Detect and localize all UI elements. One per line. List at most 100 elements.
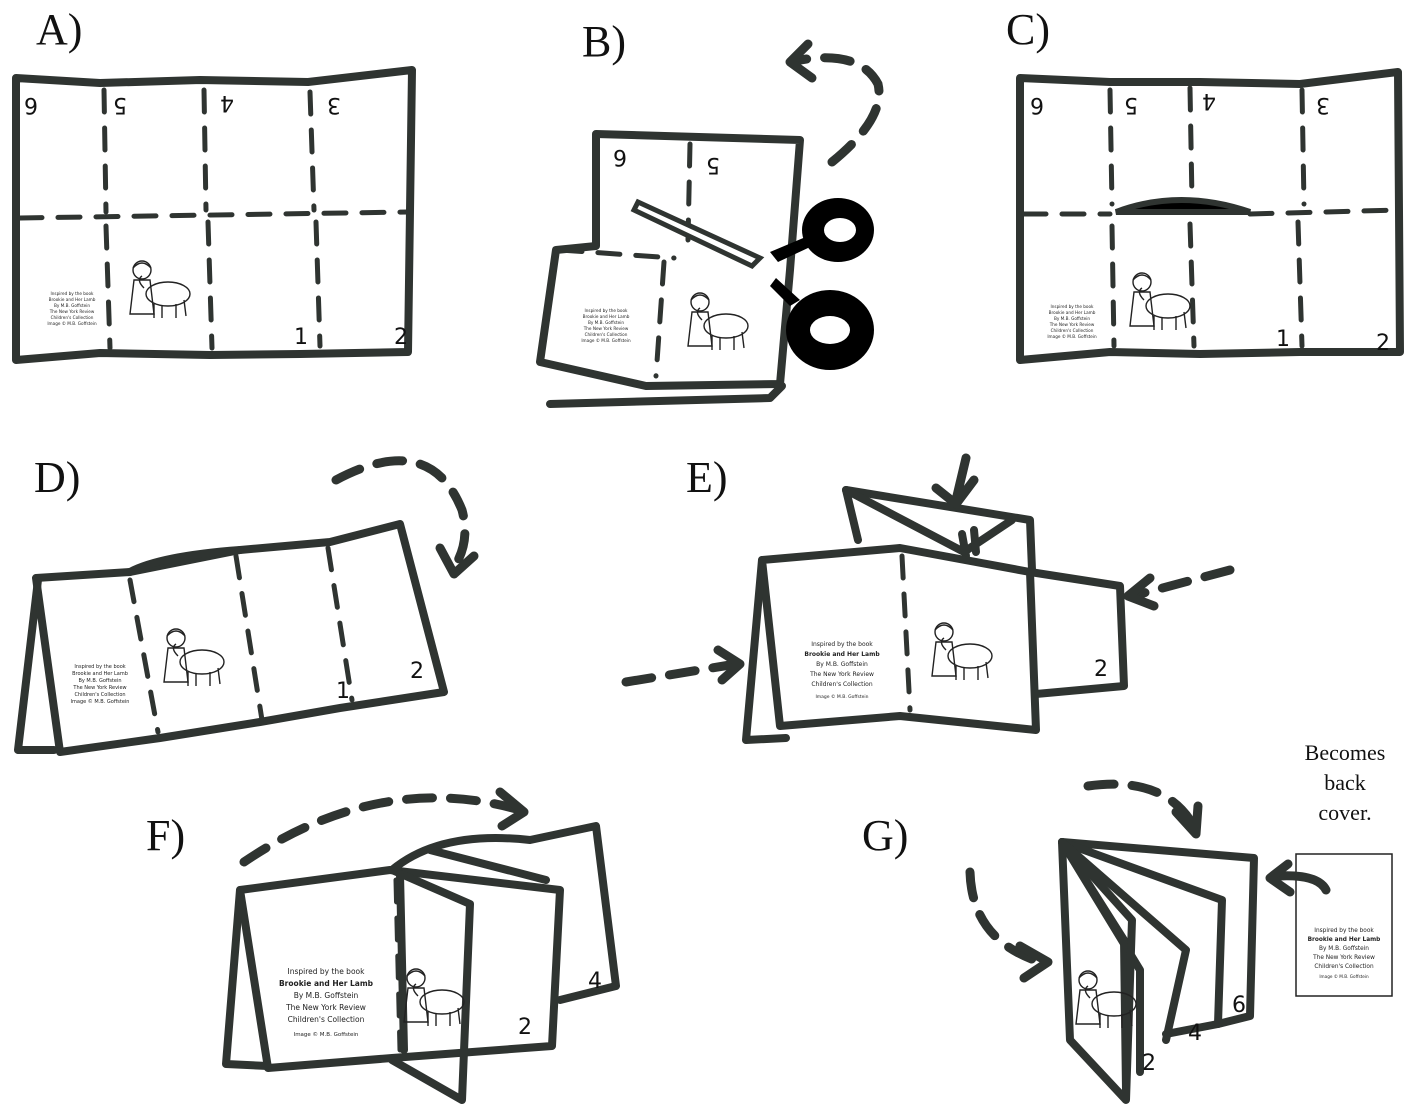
cover-text-block: Inspired by the book Brookie and Her Lam… bbox=[47, 291, 97, 326]
svg-text:By M.B. Goffstein: By M.B. Goffstein bbox=[78, 678, 121, 684]
step-a-sheet: 6 5 4 3 1 2 Inspired by the book Brookie… bbox=[12, 66, 416, 364]
page-number-1: 1 bbox=[1276, 327, 1290, 352]
svg-text:Inspired by the book: Inspired by the book bbox=[1314, 928, 1374, 934]
svg-text:Children's Collection: Children's Collection bbox=[74, 692, 125, 698]
note-line-1: Becomes bbox=[1304, 740, 1386, 765]
brookie-and-lamb-illustration bbox=[163, 628, 225, 687]
page-number-1: 1 bbox=[294, 325, 308, 350]
svg-text:By M.B. Goffstein: By M.B. Goffstein bbox=[1054, 316, 1090, 321]
svg-text:Image © M.B. Goffstein: Image © M.B. Goffstein bbox=[815, 693, 868, 700]
brookie-and-lamb-illustration bbox=[129, 260, 191, 319]
push-left-arrow-icon bbox=[1123, 565, 1235, 611]
cover-text-block: Inspired by the book Brookie and Her Lam… bbox=[1308, 928, 1381, 979]
svg-text:Children's Collection: Children's Collection bbox=[51, 315, 94, 320]
svg-text:By M.B. Goffstein: By M.B. Goffstein bbox=[588, 320, 624, 325]
step-e-label: E) bbox=[686, 453, 728, 502]
page-number-6: 6 bbox=[1232, 993, 1246, 1018]
step-a-label: A) bbox=[36, 5, 83, 54]
svg-text:The New York Review: The New York Review bbox=[72, 685, 126, 691]
brookie-and-lamb-illustration bbox=[1129, 272, 1191, 331]
svg-text:Children's Collection: Children's Collection bbox=[1051, 328, 1094, 333]
scissors-icon bbox=[630, 198, 874, 370]
page-number-6: 6 bbox=[24, 92, 38, 117]
svg-text:The New York Review: The New York Review bbox=[285, 1003, 366, 1012]
push-right-arrow-icon bbox=[621, 645, 745, 687]
svg-text:Brookie and Her Lamb: Brookie and Her Lamb bbox=[804, 651, 880, 658]
step-f-booklet: 4 2 Inspired by the book Brookie and Her… bbox=[222, 822, 620, 1104]
close-book-arrow-icon bbox=[965, 779, 1203, 983]
svg-text:By M.B. Goffstein: By M.B. Goffstein bbox=[54, 303, 90, 308]
push-down-arrow-icon bbox=[931, 453, 979, 509]
svg-text:The New York Review: The New York Review bbox=[1312, 955, 1375, 961]
page-number-5: 5 bbox=[706, 152, 720, 177]
back-cover-note: Becomes back cover. bbox=[1290, 738, 1400, 828]
fold-down-arrow-icon bbox=[331, 456, 479, 579]
brookie-and-lamb-illustration bbox=[931, 622, 993, 681]
svg-text:Children's Collection: Children's Collection bbox=[1314, 964, 1374, 970]
attach-arrow-icon bbox=[1265, 859, 1331, 897]
step-c-sheet-with-slit: 6 5 4 3 1 2 Inspired by the book Brookie… bbox=[1016, 68, 1404, 364]
svg-text:Inspired by the book: Inspired by the book bbox=[585, 308, 629, 313]
step-e-pushing-fold: 2 Inspired by the book Brookie and Her L… bbox=[742, 486, 1128, 744]
svg-text:The New York Review: The New York Review bbox=[809, 671, 874, 678]
step-b-folded-sheet: 6 5 Inspired by the book Brookie and Her… bbox=[536, 130, 804, 408]
note-line-2: back bbox=[1324, 770, 1366, 795]
step-c-label: C) bbox=[1006, 5, 1050, 54]
step-d-folded-strip: 1 2 Inspired by the book Brookie and Her… bbox=[14, 520, 448, 756]
svg-text:The New York Review: The New York Review bbox=[1049, 322, 1095, 327]
brookie-and-lamb-illustration bbox=[687, 292, 749, 351]
rotate-arrow-icon bbox=[785, 39, 884, 167]
page-number-4: 4 bbox=[220, 90, 234, 115]
note-line-3: cover. bbox=[1318, 800, 1372, 825]
svg-text:By M.B. Goffstein: By M.B. Goffstein bbox=[294, 991, 359, 1000]
svg-text:The New York Review: The New York Review bbox=[49, 309, 95, 314]
svg-text:Brookie and Her Lamb: Brookie and Her Lamb bbox=[1308, 937, 1381, 943]
svg-text:Image © M.B. Goffstein: Image © M.B. Goffstein bbox=[1319, 974, 1369, 979]
svg-text:Brookie and Her Lamb: Brookie and Her Lamb bbox=[1049, 310, 1096, 315]
page-number-2: 2 bbox=[1142, 1051, 1156, 1076]
svg-text:By M.B. Goffstein: By M.B. Goffstein bbox=[1319, 946, 1369, 952]
page-turn-arrow-icon bbox=[239, 787, 529, 867]
svg-text:Inspired by the book: Inspired by the book bbox=[288, 967, 366, 976]
svg-text:Image © M.B. Goffstein: Image © M.B. Goffstein bbox=[71, 698, 130, 705]
svg-text:Brookie and Her Lamb: Brookie and Her Lamb bbox=[72, 671, 128, 677]
page-number-2: 2 bbox=[518, 1015, 532, 1040]
svg-text:Image © M.B. Goffstein: Image © M.B. Goffstein bbox=[294, 1031, 359, 1038]
step-g-label: G) bbox=[862, 811, 909, 860]
page-number-1: 1 bbox=[336, 679, 350, 704]
step-d-label: D) bbox=[34, 453, 81, 502]
page-number-3: 3 bbox=[1316, 92, 1330, 117]
step-f-label: F) bbox=[146, 811, 186, 860]
page-number-2: 2 bbox=[1094, 657, 1108, 682]
svg-text:Inspired by the book: Inspired by the book bbox=[811, 641, 873, 648]
page-number-2: 2 bbox=[410, 659, 424, 684]
page-number-6: 6 bbox=[1030, 92, 1044, 117]
cover-text-block: Inspired by the book Brookie and Her Lam… bbox=[1047, 304, 1097, 339]
page-number-3: 3 bbox=[327, 92, 341, 117]
brookie-and-lamb-illustration bbox=[403, 968, 465, 1027]
svg-text:Inspired by the book: Inspired by the book bbox=[51, 291, 95, 296]
svg-text:Children's Collection: Children's Collection bbox=[585, 332, 628, 337]
step-g-finished-book: 6 4 2 bbox=[1058, 838, 1258, 1104]
step-b-label: B) bbox=[582, 17, 626, 66]
svg-text:Children's Collection: Children's Collection bbox=[811, 681, 873, 688]
svg-text:The New York Review: The New York Review bbox=[583, 326, 629, 331]
svg-text:Brookie and Her Lamb: Brookie and Her Lamb bbox=[279, 979, 374, 988]
svg-text:Children's Collection: Children's Collection bbox=[288, 1015, 365, 1024]
cover-text-block: Inspired by the book Brookie and Her Lam… bbox=[581, 308, 631, 343]
page-number-2: 2 bbox=[1376, 331, 1390, 356]
page-number-2: 2 bbox=[394, 325, 408, 350]
svg-text:Inspired by the book: Inspired by the book bbox=[1051, 304, 1095, 309]
page-number-6: 6 bbox=[613, 144, 627, 169]
cover-text-block: Inspired by the book Brookie and Her Lam… bbox=[804, 641, 880, 700]
svg-text:By M.B. Goffstein: By M.B. Goffstein bbox=[816, 661, 868, 668]
svg-text:Brookie and Her Lamb: Brookie and Her Lamb bbox=[583, 314, 630, 319]
svg-text:Image © M.B. Goffstein: Image © M.B. Goffstein bbox=[47, 321, 97, 326]
svg-text:Image © M.B. Goffstein: Image © M.B. Goffstein bbox=[581, 338, 631, 343]
page-number-4: 4 bbox=[588, 969, 602, 994]
page-number-4: 4 bbox=[1202, 88, 1216, 113]
svg-text:Inspired by the book: Inspired by the book bbox=[74, 664, 125, 670]
page-number-5: 5 bbox=[1124, 92, 1138, 117]
